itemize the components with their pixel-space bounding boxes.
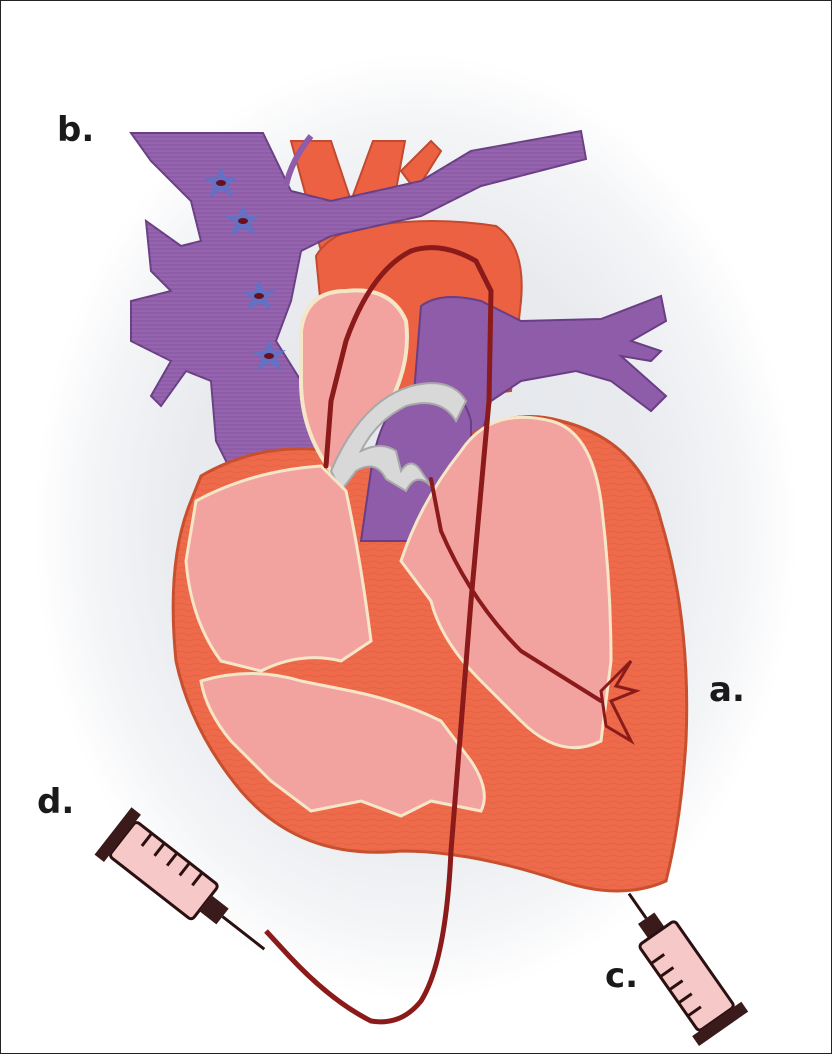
label-d: d.: [37, 785, 74, 819]
label-c: c.: [605, 959, 638, 993]
syringe-icon: [95, 807, 283, 972]
right-ventricle: [186, 466, 371, 671]
label-a: a.: [709, 673, 745, 707]
label-b: b.: [57, 113, 94, 147]
